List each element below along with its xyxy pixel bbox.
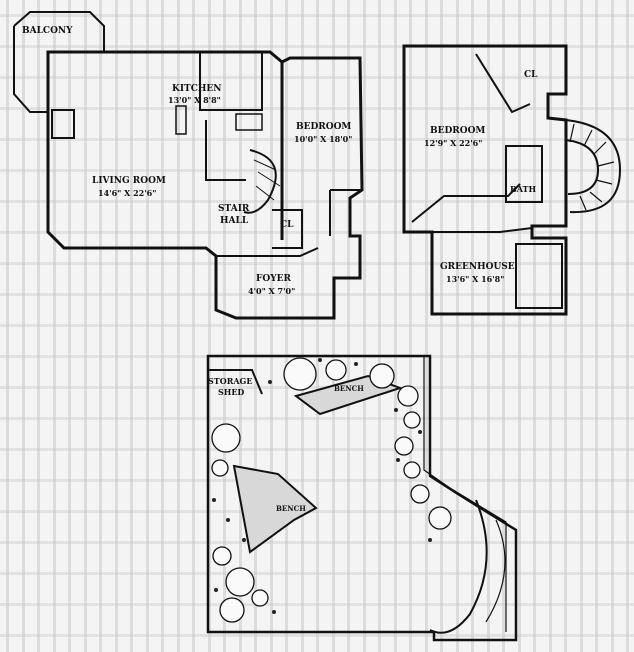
upper-stair bbox=[565, 119, 622, 214]
closet1-label: CL bbox=[280, 220, 294, 230]
greenhouse-dimensions: 13'6" X 16'8" bbox=[446, 274, 505, 284]
kitchen-dimensions: 13'0" X 8'8" bbox=[168, 95, 221, 105]
foyer-label: FOYER bbox=[256, 274, 291, 284]
terrace-walls bbox=[206, 354, 518, 642]
bench-top-label: BENCH bbox=[334, 384, 364, 393]
greenhouse-label: GREENHOUSE bbox=[440, 262, 515, 272]
kitchen-counter bbox=[235, 113, 263, 131]
lower-stair bbox=[243, 149, 277, 214]
terrace-inner-wall bbox=[423, 356, 507, 632]
bedroom2-dimensions: 12'9" X 22'6" bbox=[424, 138, 483, 148]
fireplace bbox=[51, 109, 75, 139]
closet1-wall bbox=[272, 209, 303, 249]
stair-label: STAIR bbox=[218, 204, 250, 214]
bedroom2-diagonal bbox=[411, 183, 521, 223]
bath-label: BATH bbox=[510, 184, 537, 194]
foyer-dimensions: 4'0" X 7'0" bbox=[248, 286, 296, 296]
bedroom1-dimensions: 10'0" X 18'0" bbox=[294, 134, 353, 144]
bedroom1-label: BEDROOM bbox=[296, 122, 352, 132]
hall-label: HALL bbox=[220, 216, 249, 226]
shed-label: SHED bbox=[218, 387, 245, 397]
living-room-dimensions: 14'6" X 22'6" bbox=[98, 188, 157, 198]
kitchen-wall bbox=[199, 52, 263, 111]
foyer-wall bbox=[216, 247, 319, 257]
storage-label: STORAGE bbox=[208, 376, 253, 386]
bench-left-shape bbox=[232, 464, 318, 554]
upper-floor-walls bbox=[402, 44, 568, 316]
bath2-box bbox=[505, 145, 543, 203]
stair-hall-wall bbox=[205, 120, 246, 181]
lower-floor-walls bbox=[46, 50, 364, 320]
balcony-label: BALCONY bbox=[22, 26, 73, 36]
greenhouse-bench bbox=[515, 243, 563, 309]
living-room-label: LIVING ROOM bbox=[92, 176, 166, 186]
kitchen-label: KITCHEN bbox=[172, 84, 222, 94]
greenhouse-wall bbox=[432, 227, 533, 233]
bench-left-label: BENCH bbox=[276, 504, 306, 513]
bedroom2-label: BEDROOM bbox=[430, 126, 486, 136]
closet2-diagonal bbox=[475, 53, 531, 114]
bath1-wall bbox=[329, 189, 362, 236]
balcony-outline bbox=[13, 11, 105, 113]
storage-shed bbox=[208, 369, 263, 395]
closet2-label: CL bbox=[524, 70, 538, 80]
terrace-arc bbox=[429, 499, 488, 634]
kitchen-island bbox=[175, 105, 187, 135]
